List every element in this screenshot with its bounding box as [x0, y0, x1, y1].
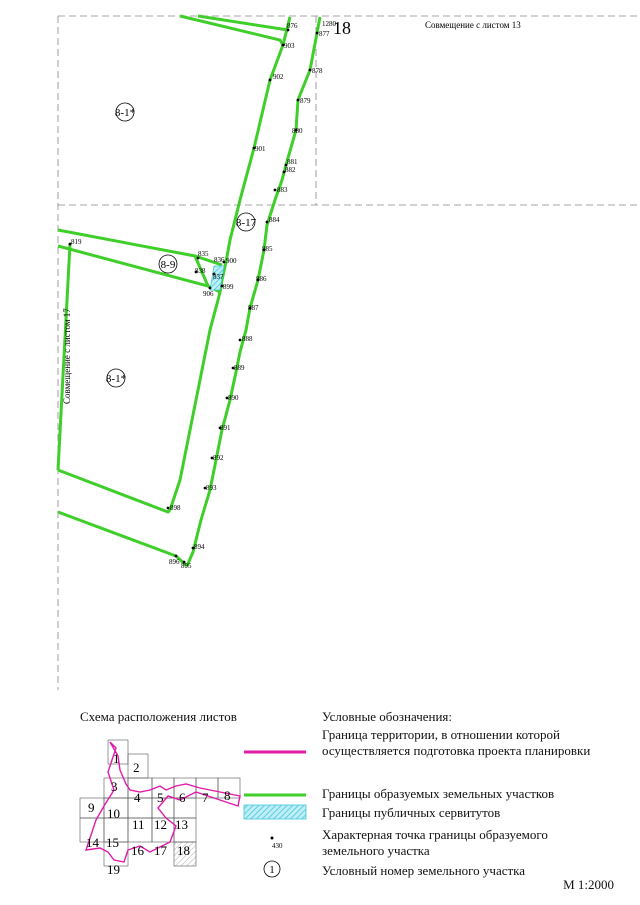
point-label: 838 [195, 267, 206, 275]
parcel-labels: 8-1* 8-17 8-9 8-1* [106, 102, 257, 388]
index-sheet: 3 [111, 779, 118, 794]
parcel-label: 8-1* [115, 107, 135, 119]
legend-symbol-point [270, 836, 274, 840]
point-label: 837 [213, 273, 224, 281]
index-sheet: 7 [202, 790, 209, 805]
sheet-number: 18 [333, 18, 351, 38]
point-label: 878 [312, 67, 323, 75]
point-label: 1280 [322, 20, 337, 28]
parcel-label: 8-1* [106, 373, 126, 385]
boundary-points [68, 28, 319, 564]
parcel-boundaries [56, 14, 322, 568]
legend-circle-sample: 1 [269, 864, 275, 876]
index-sheet: 15 [106, 835, 119, 850]
point-label: 883 [277, 186, 288, 194]
point-label: 880 [292, 127, 303, 135]
point-label: 898 [170, 504, 181, 512]
index-map [79, 739, 241, 867]
legend-symbol-circle [263, 860, 281, 878]
point-label: 884 [269, 216, 280, 224]
scale-label: М 1:2000 [563, 877, 614, 892]
point-label: 836 [214, 256, 225, 264]
point-label: 885 [262, 245, 273, 253]
index-sheet: 6 [179, 790, 186, 805]
legend-item-servitude: Границы публичных сервитутов [322, 805, 501, 820]
point-label: 902 [273, 73, 284, 81]
point-label: 819 [71, 238, 82, 246]
point-label: 901 [255, 145, 266, 153]
index-sheet: 14 [86, 835, 100, 850]
point-label: 900 [226, 257, 237, 265]
point-label: 894 [194, 543, 205, 551]
point-label: 882 [285, 166, 296, 174]
legend-point-sample: 430 [272, 842, 283, 850]
point-label: 879 [300, 97, 311, 105]
index-map-title: Схема расположения листов [80, 709, 237, 724]
servitude-area [209, 265, 225, 291]
point-label: 890 [228, 394, 239, 402]
point-label: 877 [319, 30, 330, 38]
legend-title: Условные обозначения: [322, 709, 453, 724]
legend-item-territory: Граница территории, в отношении которой … [322, 727, 591, 758]
point-label: 896 [169, 558, 180, 566]
point-label: 892 [213, 454, 224, 462]
index-sheet: 16 [131, 843, 145, 858]
index-sheet: 5 [157, 790, 164, 805]
parcel-label: 8-17 [236, 217, 257, 229]
legend-item-point: Характерная точка границы образуемого зе… [322, 827, 548, 858]
index-sheet: 1 [113, 751, 120, 766]
index-sheet: 10 [107, 806, 120, 821]
index-sheet: 4 [134, 790, 141, 805]
parcel-label: 8-9 [161, 259, 176, 271]
sheet-frame [57, 15, 640, 690]
index-sheet: 9 [88, 800, 95, 815]
index-sheet: 11 [132, 817, 145, 832]
index-sheet: 19 [107, 862, 120, 877]
left-note: Совмещение с листом 17 [62, 308, 72, 404]
point-label: 887 [248, 304, 259, 312]
index-sheet: 17 [154, 843, 168, 858]
point-label: 891 [220, 424, 231, 432]
point-label: 899 [223, 283, 234, 291]
point-label: 906 [203, 290, 214, 298]
legend-item-parcel: Границы образуемых земельных участков [322, 786, 555, 801]
point-label: 881 [287, 158, 298, 166]
point-label: 893 [206, 484, 217, 492]
index-sheet: 8 [224, 788, 231, 803]
point-label: 903 [284, 42, 295, 50]
index-sheet: 12 [154, 817, 167, 832]
point-label: 889 [234, 364, 245, 372]
point-label: 876 [287, 22, 298, 30]
index-sheet: 13 [175, 817, 188, 832]
point-label: 895 [181, 562, 192, 570]
territory-outline [84, 741, 241, 863]
index-sheet: 18 [177, 843, 190, 858]
point-label: 888 [242, 335, 253, 343]
top-note: Совмещение с листом 13 [425, 20, 521, 30]
legend-symbol-servitude [243, 804, 307, 820]
legend-item-circle: Условный номер земельного участка [322, 863, 526, 878]
point-label: 886 [256, 275, 267, 283]
point-label: 835 [198, 250, 209, 258]
index-sheet: 2 [133, 760, 140, 775]
